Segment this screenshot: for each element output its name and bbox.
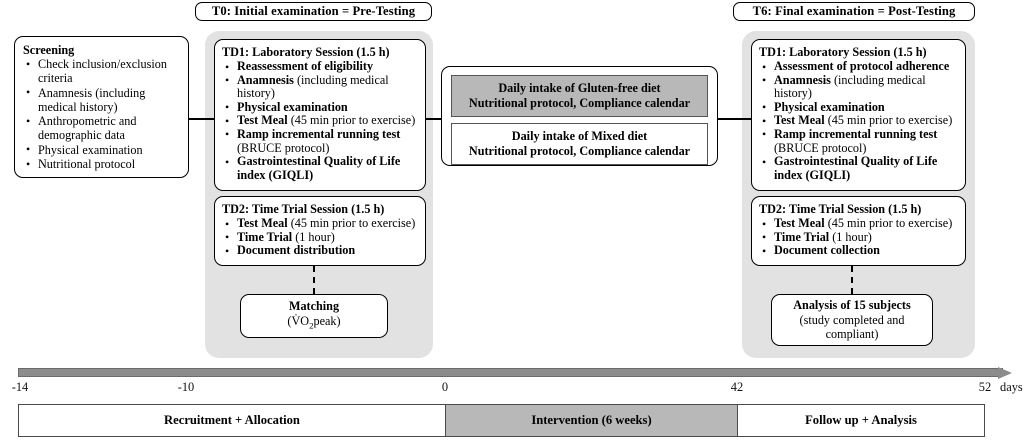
mixed-diet-line2: Nutritional protocol, Compliance calenda… bbox=[468, 143, 691, 158]
screening-title: Screening bbox=[23, 43, 75, 57]
list-item: Test Meal (45 min prior to exercise) bbox=[222, 114, 420, 128]
posttest-td2-title: TD2: Time Trial Session (1.5 h) bbox=[759, 202, 922, 216]
screening-bullet-list: Check inclusion/exclusion criteria Anamn… bbox=[23, 57, 181, 172]
list-item: Anthropometric and demographic data bbox=[23, 114, 181, 143]
phase-intervention: Intervention (6 weeks) bbox=[446, 405, 738, 436]
list-item: Assessment of protocol adherence bbox=[759, 59, 960, 74]
intervention-diets-box: Daily intake of Gluten-free diet Nutriti… bbox=[441, 66, 718, 166]
gluten-free-line1: Daily intake of Gluten-free diet bbox=[498, 81, 661, 95]
axis-tick-label: 52 bbox=[978, 380, 992, 394]
mixed-diet-line1: Daily intake of Mixed diet bbox=[511, 129, 648, 143]
pretest-td2-box: TD2: Time Trial Session (1.5 h) Test Mea… bbox=[214, 196, 426, 266]
posttest-td2-box: TD2: Time Trial Session (1.5 h) Test Mea… bbox=[751, 196, 966, 266]
pretest-td1-title: TD1: Laboratory Session (1.5 h) bbox=[222, 45, 390, 59]
study-phase-bar: Recruitment + Allocation Intervention (6… bbox=[18, 404, 985, 437]
axis-tick-label: -10 bbox=[177, 380, 195, 394]
axis-line bbox=[18, 368, 1003, 377]
list-item: Anamnesis (including medical history) bbox=[759, 73, 960, 101]
phase-followup: Follow up + Analysis bbox=[738, 405, 984, 436]
analysis-line3: compliant) bbox=[825, 327, 879, 342]
axis-tick-label: -14 bbox=[11, 380, 29, 394]
matching-title: Matching bbox=[288, 299, 340, 314]
list-item: Reassessment of eligibility bbox=[222, 59, 420, 74]
axis-arrow-icon bbox=[998, 366, 1012, 379]
list-item: Time Trial (1 hour) bbox=[222, 230, 420, 245]
axis-tick-label: 0 bbox=[441, 380, 449, 394]
list-item: Anamnesis (including medical history) bbox=[222, 73, 420, 101]
posttest-td1-box: TD1: Laboratory Session (1.5 h) Assessme… bbox=[751, 39, 966, 191]
connector-td2-to-analysis bbox=[851, 266, 853, 294]
timeline-axis: -14 -10 0 42 52 days bbox=[0, 364, 1028, 398]
list-item: Anamnesis (including medical history) bbox=[23, 85, 181, 115]
analysis-title: Analysis of 15 subjects bbox=[793, 298, 911, 313]
gluten-free-line2: Nutritional protocol, Compliance calenda… bbox=[468, 95, 691, 110]
list-item: Nutritional protocol bbox=[23, 157, 181, 172]
list-item: Gastrointestinal Quality of Life index (… bbox=[759, 154, 960, 182]
matching-subtitle: (V̇O2peak) bbox=[287, 313, 341, 331]
axis-tick-label: 42 bbox=[730, 380, 744, 394]
list-item: Physical examination bbox=[222, 100, 420, 115]
list-item: Physical examination bbox=[759, 100, 960, 115]
screening-box: Screening Check inclusion/exclusion crit… bbox=[14, 36, 189, 178]
list-item: Ramp incremental running test (BRUCE pro… bbox=[759, 127, 960, 155]
posttest-td1-bullet-list: Assessment of protocol adherence Anamnes… bbox=[759, 59, 960, 182]
pretest-td1-bullet-list: Reassessment of eligibility Anamnesis (i… bbox=[222, 59, 420, 182]
analysis-box: Analysis of 15 subjects (study completed… bbox=[771, 294, 933, 346]
connector-screening-to-pretest bbox=[189, 118, 214, 120]
list-item: Check inclusion/exclusion criteria bbox=[23, 57, 181, 86]
posttest-td1-title: TD1: Laboratory Session (1.5 h) bbox=[759, 45, 927, 59]
pretest-td2-title: TD2: Time Trial Session (1.5 h) bbox=[222, 202, 385, 216]
analysis-line2: (study completed and bbox=[799, 312, 905, 327]
list-item: Document collection bbox=[759, 243, 960, 258]
posttest-td2-bullet-list: Test Meal (45 min prior to exercise) Tim… bbox=[759, 216, 960, 258]
list-item: Test Meal (45 min prior to exercise) bbox=[222, 216, 420, 231]
connector-td2-to-matching bbox=[313, 266, 315, 294]
list-item: Document distribution bbox=[222, 243, 420, 258]
list-item: Time Trial (1 hour) bbox=[759, 230, 960, 245]
mixed-diet-box: Daily intake of Mixed diet Nutritional p… bbox=[451, 123, 708, 165]
list-item: Physical examination bbox=[23, 142, 181, 157]
list-item: Ramp incremental running test (BRUCE pro… bbox=[222, 127, 420, 155]
matching-box: Matching (V̇O2peak) bbox=[240, 294, 388, 338]
phase-header-t0: T0: Initial examination = Pre-Testing bbox=[195, 2, 432, 21]
pretest-td2-bullet-list: Test Meal (45 min prior to exercise) Tim… bbox=[222, 216, 420, 258]
axis-unit-label: days bbox=[1000, 380, 1023, 394]
pretest-td1-box: TD1: Laboratory Session (1.5 h) Reassess… bbox=[214, 39, 426, 191]
connector-pretest-to-diet bbox=[426, 118, 442, 120]
list-item: Test Meal (45 min prior to exercise) bbox=[759, 114, 960, 128]
gluten-free-diet-box: Daily intake of Gluten-free diet Nutriti… bbox=[451, 75, 708, 117]
phase-header-t6: T6: Final examination = Post-Testing bbox=[733, 2, 975, 21]
phase-recruitment: Recruitment + Allocation bbox=[19, 405, 446, 436]
list-item: Gastrointestinal Quality of Life index (… bbox=[222, 154, 420, 182]
list-item: Test Meal (45 min prior to exercise) bbox=[759, 216, 960, 231]
connector-diet-to-posttest bbox=[718, 118, 752, 120]
